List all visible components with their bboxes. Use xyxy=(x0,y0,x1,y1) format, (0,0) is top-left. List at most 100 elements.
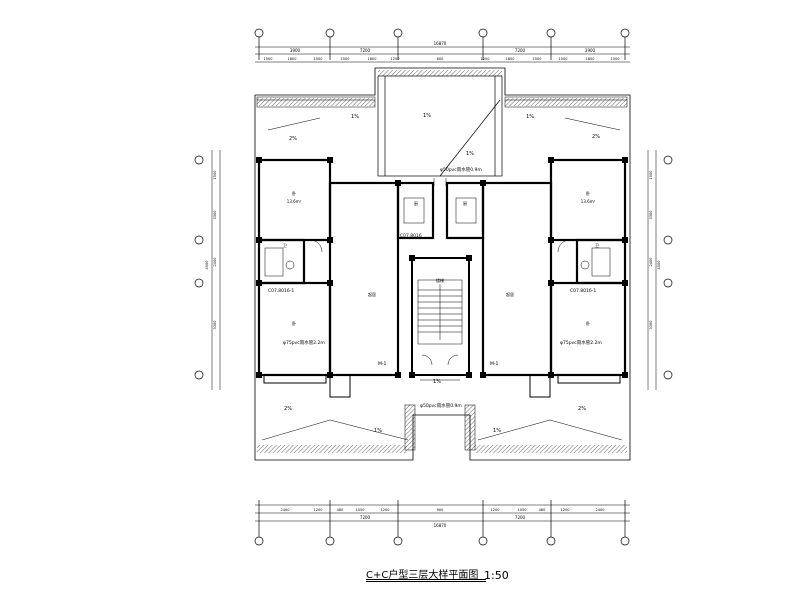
svg-text:3300: 3300 xyxy=(649,211,653,220)
svg-text:1500: 1500 xyxy=(264,57,273,61)
svg-text:1%: 1% xyxy=(351,114,359,120)
svg-text:卧: 卧 xyxy=(586,320,590,326)
gutter-hatch-bottom-right xyxy=(475,445,627,453)
top-dim-segments: 1500 1800 1500 1500 1800 1200 600 1200 1… xyxy=(264,57,620,61)
drawing-scale: 1:50 xyxy=(484,569,509,582)
svg-text:卧: 卧 xyxy=(292,320,296,326)
svg-text:φ50pvc雨水管0.9m: φ50pvc雨水管0.9m xyxy=(420,402,462,409)
svg-text:C07.8016: C07.8016 xyxy=(400,233,422,239)
right-dims: 1500 3300 2400 3300 4500 xyxy=(649,171,661,330)
svg-text:1%: 1% xyxy=(466,151,474,157)
slope-arrows xyxy=(261,117,623,441)
interior-details xyxy=(264,178,611,366)
svg-text:1500: 1500 xyxy=(314,57,323,61)
central-well xyxy=(377,75,503,177)
svg-text:1200: 1200 xyxy=(481,57,490,61)
slope-labels: 1% 1% 1% 2% 2% 1% 2% 2% 1% 1% 1% xyxy=(284,113,600,434)
gutter-hatch-left xyxy=(257,98,375,106)
svg-text:1200: 1200 xyxy=(561,508,570,512)
svg-text:2400: 2400 xyxy=(649,258,653,267)
drawing-title-block: C+C户型三层大样平面图 1:50 xyxy=(366,564,516,584)
right-dimension-lines xyxy=(647,150,657,390)
floor-plan-drawing: 16870 7200 7200 3900 3900 1500 1800 1500… xyxy=(194,28,673,546)
svg-text:M-1: M-1 xyxy=(378,361,387,367)
svg-text:1200: 1200 xyxy=(381,508,390,512)
svg-text:1500: 1500 xyxy=(559,57,568,61)
svg-text:卫: 卫 xyxy=(283,243,287,248)
svg-text:起居: 起居 xyxy=(368,291,376,297)
bottom-dim-segments: 2400 1200 480 1050 1200 900 1200 1050 48… xyxy=(281,508,605,512)
svg-text:C07.8016-1: C07.8016-1 xyxy=(570,288,596,294)
svg-text:2%: 2% xyxy=(578,406,586,412)
top-axis-bubbles xyxy=(254,28,630,60)
svg-text:1500: 1500 xyxy=(611,57,620,61)
svg-text:1200: 1200 xyxy=(314,508,323,512)
svg-text:1800: 1800 xyxy=(506,57,515,61)
svg-text:1800: 1800 xyxy=(368,57,377,61)
svg-text:1%: 1% xyxy=(374,428,382,434)
svg-text:1500: 1500 xyxy=(649,171,653,180)
terrace-outline xyxy=(254,67,631,461)
svg-text:厨: 厨 xyxy=(414,200,418,206)
svg-text:φ75pvc雨水管2.2m: φ75pvc雨水管2.2m xyxy=(560,339,602,346)
right-axis-bubbles xyxy=(663,155,673,380)
svg-text:卧: 卧 xyxy=(292,190,296,196)
svg-text:2400: 2400 xyxy=(596,508,605,512)
right-unit-walls xyxy=(445,158,627,377)
bottom-dim-overall: 16870 xyxy=(434,523,447,528)
svg-text:卫: 卫 xyxy=(595,243,599,248)
svg-text:600: 600 xyxy=(437,57,444,61)
exterior-stairs xyxy=(404,404,476,451)
svg-text:M-1: M-1 xyxy=(490,361,499,367)
svg-text:C07.8016-1: C07.8016-1 xyxy=(268,288,294,294)
svg-text:1500: 1500 xyxy=(533,57,542,61)
svg-text:1800: 1800 xyxy=(586,57,595,61)
stair-treads xyxy=(417,279,463,345)
top-dimension-lines xyxy=(255,46,630,63)
top-dim-mid-right: 7200 xyxy=(515,48,526,53)
svg-text:楼梯: 楼梯 xyxy=(436,277,444,283)
left-dims: 1500 3300 2400 3300 4500 xyxy=(205,171,217,330)
svg-text:2400: 2400 xyxy=(281,508,290,512)
title-underline xyxy=(366,579,486,580)
svg-text:1500: 1500 xyxy=(341,57,350,61)
svg-text:2%: 2% xyxy=(592,134,600,140)
svg-text:1800: 1800 xyxy=(288,57,297,61)
top-dim-left-seg: 3900 xyxy=(290,48,301,53)
bottom-dim-right-half: 7200 xyxy=(515,515,526,520)
drawing-title: C+C户型三层大样平面图 xyxy=(366,570,479,581)
svg-text:2400: 2400 xyxy=(213,258,217,267)
svg-text:1050: 1050 xyxy=(518,508,527,512)
left-unit-walls xyxy=(257,158,435,377)
svg-text:13.6m²: 13.6m² xyxy=(287,199,302,204)
top-dim-mid-left: 7200 xyxy=(360,48,371,53)
svg-text:1050: 1050 xyxy=(356,508,365,512)
stair-core xyxy=(411,257,470,376)
svg-text:起居: 起居 xyxy=(506,291,514,297)
svg-text:480: 480 xyxy=(337,508,344,512)
annotation-notes: φ75pvc雨水管2.2m φ75pvc雨水管2.2m φ50pvc雨水管0.9… xyxy=(268,166,602,409)
svg-text:1%: 1% xyxy=(433,379,441,385)
room-labels: 卧 13.6m² 卧 13.6m² 起居 起居 卧 卧 卫 卫 厨 厨 楼梯 xyxy=(283,190,599,326)
gutter-hatch-right xyxy=(505,98,627,106)
svg-text:4500: 4500 xyxy=(205,261,209,270)
svg-text:φ75pvc雨水管2.2m: φ75pvc雨水管2.2m xyxy=(283,339,325,346)
structural-columns xyxy=(256,157,628,378)
svg-text:2%: 2% xyxy=(289,136,297,142)
bottom-axis-bubbles xyxy=(254,500,630,546)
svg-text:2%: 2% xyxy=(284,406,292,412)
left-dimension-lines xyxy=(211,150,221,390)
svg-text:900: 900 xyxy=(437,508,444,512)
svg-text:卧: 卧 xyxy=(586,190,590,196)
svg-text:1%: 1% xyxy=(526,114,534,120)
bottom-dimension-lines xyxy=(255,504,630,522)
left-axis-bubbles xyxy=(194,155,204,380)
svg-text:3300: 3300 xyxy=(213,211,217,220)
svg-text:3300: 3300 xyxy=(213,321,217,330)
top-dim-overall: 16870 xyxy=(434,41,447,46)
svg-text:1200: 1200 xyxy=(391,57,400,61)
svg-text:13.6m²: 13.6m² xyxy=(581,199,596,204)
balconies xyxy=(263,374,621,398)
svg-text:3300: 3300 xyxy=(649,321,653,330)
svg-text:1%: 1% xyxy=(493,428,501,434)
